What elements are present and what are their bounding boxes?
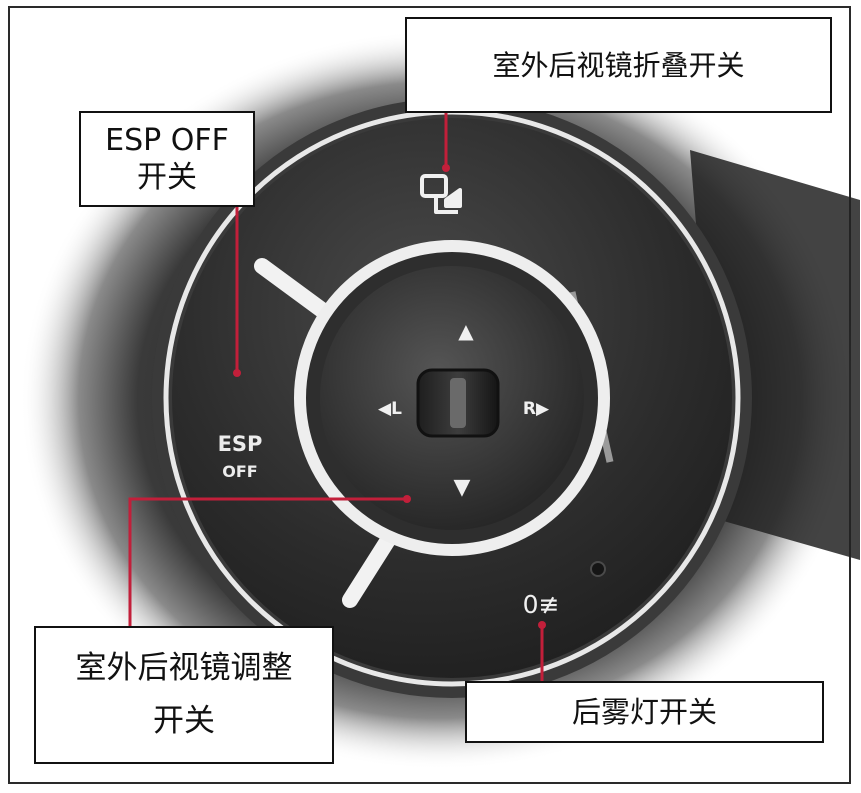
indicator-dot (590, 561, 606, 577)
right-mirror-label: R▶ (523, 399, 550, 419)
callout-rear-fog-switch: 后雾灯开关 (465, 681, 824, 743)
callout-esp-off-switch: ESP OFF 开关 (79, 111, 255, 207)
leader-lines (128, 112, 544, 682)
leader-dot-fold (442, 164, 450, 172)
callout-mirror-adjust-line2: 开关 (153, 703, 215, 739)
joystick-knob-highlight (450, 378, 466, 428)
callout-mirror-fold-switch: 室外后视镜折叠开关 (405, 17, 832, 113)
left-mirror-label: ◀L (378, 399, 402, 419)
leader-adjust (128, 497, 407, 628)
arrow-up-icon: ▲ (458, 319, 474, 343)
callout-mirror-fold-text: 室外后视镜折叠开关 (492, 48, 745, 82)
rear-fog-icon: 0≢ (523, 590, 560, 619)
callout-mirror-adjust-switch: 室外后视镜调整 开关 (34, 626, 334, 764)
mirror-fold-icon (420, 174, 462, 214)
arrow-down-icon: ▼ (454, 475, 471, 500)
callout-esp-off-line1: ESP OFF (105, 122, 229, 158)
callout-mirror-adjust-line1: 室外后视镜调整 (75, 650, 293, 687)
esp-label: ESP (218, 432, 263, 456)
callout-esp-off-line2: 开关 (137, 160, 197, 195)
separator-lower-left (342, 532, 396, 608)
leader-dot-esp (233, 369, 241, 377)
leader-dot-fog (538, 621, 546, 629)
separator-upper-left (254, 258, 338, 324)
callout-rear-fog-text: 后雾灯开关 (571, 694, 717, 729)
leader-dot-adjust (403, 495, 411, 503)
esp-off-label: OFF (222, 462, 257, 481)
